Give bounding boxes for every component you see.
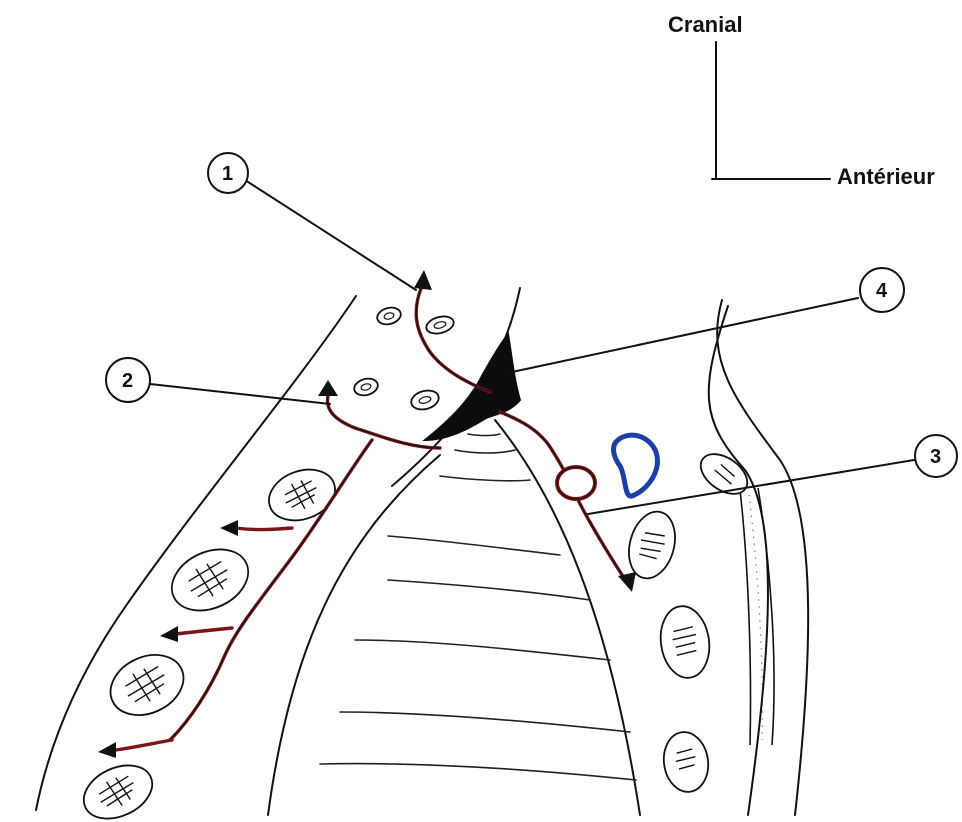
nodule (660, 729, 712, 795)
sternum-band-left (740, 490, 751, 745)
leader-line-4 (512, 298, 858, 372)
callout-number: 1 (222, 163, 233, 185)
rib-line (388, 536, 560, 555)
arrowhead-intercostal-3 (98, 742, 116, 758)
callout-4: 4 (860, 268, 904, 312)
arrowhead-cranial (414, 270, 432, 290)
sternum-outer-contour (717, 300, 808, 815)
cranial-label: Cranial (668, 12, 743, 37)
sternum-band (740, 488, 774, 745)
small-vessel (424, 314, 455, 337)
outer-dorsal-contour (36, 296, 356, 810)
nodule (101, 644, 194, 727)
rib-line (468, 434, 500, 436)
callout-number: 4 (876, 280, 888, 302)
orientation-indicator: Cranial Antérieur (668, 12, 935, 189)
nodule (75, 755, 161, 822)
callout-3: 3 (915, 435, 957, 477)
callout-leaders (150, 180, 914, 514)
small-vessel (409, 388, 441, 413)
rib-line (455, 450, 515, 453)
anterior-label: Antérieur (837, 164, 935, 189)
vessel-cranial-branch-core (416, 286, 490, 392)
nodule (694, 446, 755, 502)
small-vessel (375, 305, 402, 327)
dorsal-nodules (75, 461, 342, 822)
vessel-intercostal-2 (176, 628, 232, 634)
nodule (262, 461, 342, 529)
nodule (656, 603, 714, 681)
vessel-intercostal-1 (236, 528, 292, 530)
rib-line (320, 764, 636, 780)
leader-line-2 (150, 384, 330, 404)
arrowhead-dorsal (318, 380, 338, 396)
dark-mass (425, 334, 520, 440)
callout-2: 2 (106, 358, 150, 402)
vessel-cranial-branch (416, 286, 490, 392)
arrowhead-intercostal-2 (160, 626, 178, 642)
vessel-intercostal-3 (116, 740, 172, 750)
nodule (622, 506, 682, 583)
arrowhead-intercostal-1 (220, 520, 238, 536)
small-vessels (352, 305, 455, 412)
callout-number: 2 (122, 370, 133, 392)
sternum-inner-contour (709, 306, 768, 815)
nodule (162, 538, 258, 623)
rib-line (340, 712, 630, 732)
rib-line (440, 476, 530, 481)
rib-line (388, 580, 590, 600)
callout-number: 3 (930, 446, 941, 468)
leader-line-1 (245, 180, 416, 290)
callout-1: 1 (208, 153, 248, 193)
vein-section (614, 435, 658, 496)
rib-line (355, 640, 610, 660)
small-vessel (352, 376, 379, 398)
